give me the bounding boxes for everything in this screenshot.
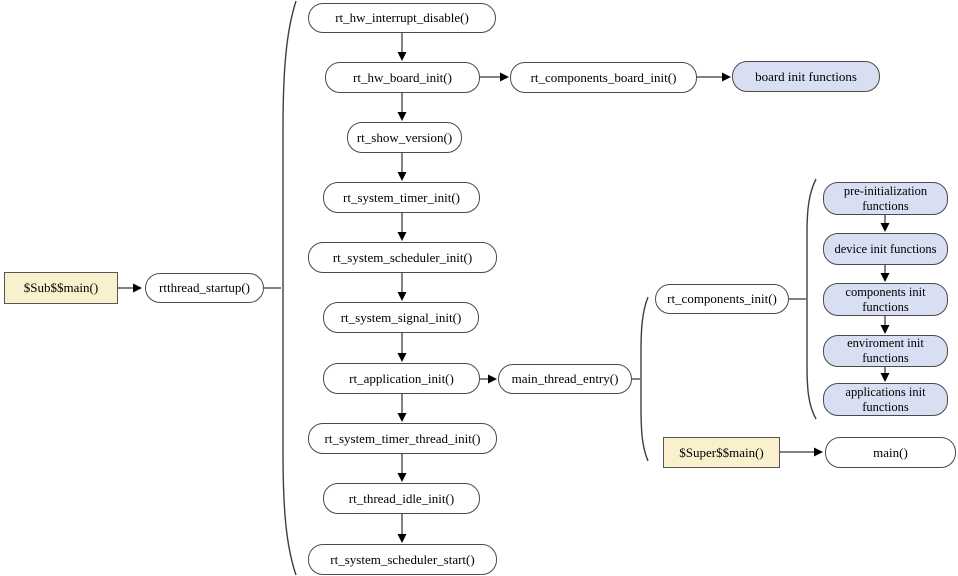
node-label: rt_hw_interrupt_disable() xyxy=(335,10,469,26)
node-label: main() xyxy=(873,444,908,460)
node-label: rtthread_startup() xyxy=(159,280,250,296)
flow-arrows-init-stack xyxy=(880,215,890,382)
brace-components-group xyxy=(806,178,817,420)
node-rt-system-timer-init: rt_system_timer_init() xyxy=(323,182,480,213)
node-rt-components-board-init: rt_components_board_init() xyxy=(510,62,697,93)
node-label: main_thread_entry() xyxy=(511,371,619,387)
node-environment-init-functions: enviroment init functions xyxy=(823,335,948,367)
node-super-main: $Super$$main() xyxy=(663,437,780,468)
node-rtthread-startup: rtthread_startup() xyxy=(145,273,264,303)
node-rt-show-version: rt_show_version() xyxy=(347,122,462,153)
node-rt-components-init: rt_components_init() xyxy=(655,284,789,314)
flow-arrows-main-column xyxy=(397,33,407,543)
node-label: rt_components_board_init() xyxy=(530,69,677,85)
node-pre-initialization-functions: pre-initialization functions xyxy=(823,182,948,215)
brace-main-thread-group xyxy=(640,296,649,462)
node-label: rt_application_init() xyxy=(349,370,454,386)
node-label: components init functions xyxy=(845,284,926,314)
flow-arrows-horizontal xyxy=(118,72,823,457)
node-label: applications init functions xyxy=(845,384,926,414)
node-label: rt_system_timer_init() xyxy=(343,189,460,205)
node-rt-system-scheduler-init: rt_system_scheduler_init() xyxy=(308,242,497,273)
node-applications-init-functions: applications init functions xyxy=(823,383,948,416)
node-label: rt_system_signal_init() xyxy=(340,309,462,325)
node-label: enviroment init functions xyxy=(847,336,924,365)
node-label: device init functions xyxy=(834,241,937,256)
node-label: pre-initialization functions xyxy=(843,183,928,213)
node-rt-application-init: rt_application_init() xyxy=(323,363,480,394)
node-label: rt_system_scheduler_init() xyxy=(332,249,473,265)
node-label: $Sub$$main() xyxy=(23,280,99,296)
node-rt-system-timer-thread-init: rt_system_timer_thread_init() xyxy=(308,423,497,454)
node-label: board init functions xyxy=(755,68,857,84)
node-device-init-functions: device init functions xyxy=(823,233,948,265)
brace-startup-group xyxy=(282,0,297,576)
node-rt-system-signal-init: rt_system_signal_init() xyxy=(323,302,479,333)
node-label: rt_thread_idle_init() xyxy=(348,490,455,506)
node-rt-hw-board-init: rt_hw_board_init() xyxy=(325,62,480,93)
node-sub-main: $Sub$$main() xyxy=(4,272,118,304)
node-label: rt_system_timer_thread_init() xyxy=(324,430,481,446)
node-main-thread-entry: main_thread_entry() xyxy=(498,364,632,394)
node-label: rt_show_version() xyxy=(356,129,453,145)
node-label: rt_components_init() xyxy=(667,291,777,307)
node-label: rt_system_scheduler_start() xyxy=(330,551,475,567)
node-rt-hw-interrupt-disable: rt_hw_interrupt_disable() xyxy=(308,3,496,33)
node-label: $Super$$main() xyxy=(679,444,764,460)
node-board-init-functions: board init functions xyxy=(732,61,880,92)
node-components-init-functions: components init functions xyxy=(823,283,948,316)
node-label: rt_hw_board_init() xyxy=(353,69,452,85)
node-rt-system-scheduler-start: rt_system_scheduler_start() xyxy=(308,544,497,575)
node-rt-thread-idle-init: rt_thread_idle_init() xyxy=(323,483,480,514)
node-main: main() xyxy=(825,437,956,468)
